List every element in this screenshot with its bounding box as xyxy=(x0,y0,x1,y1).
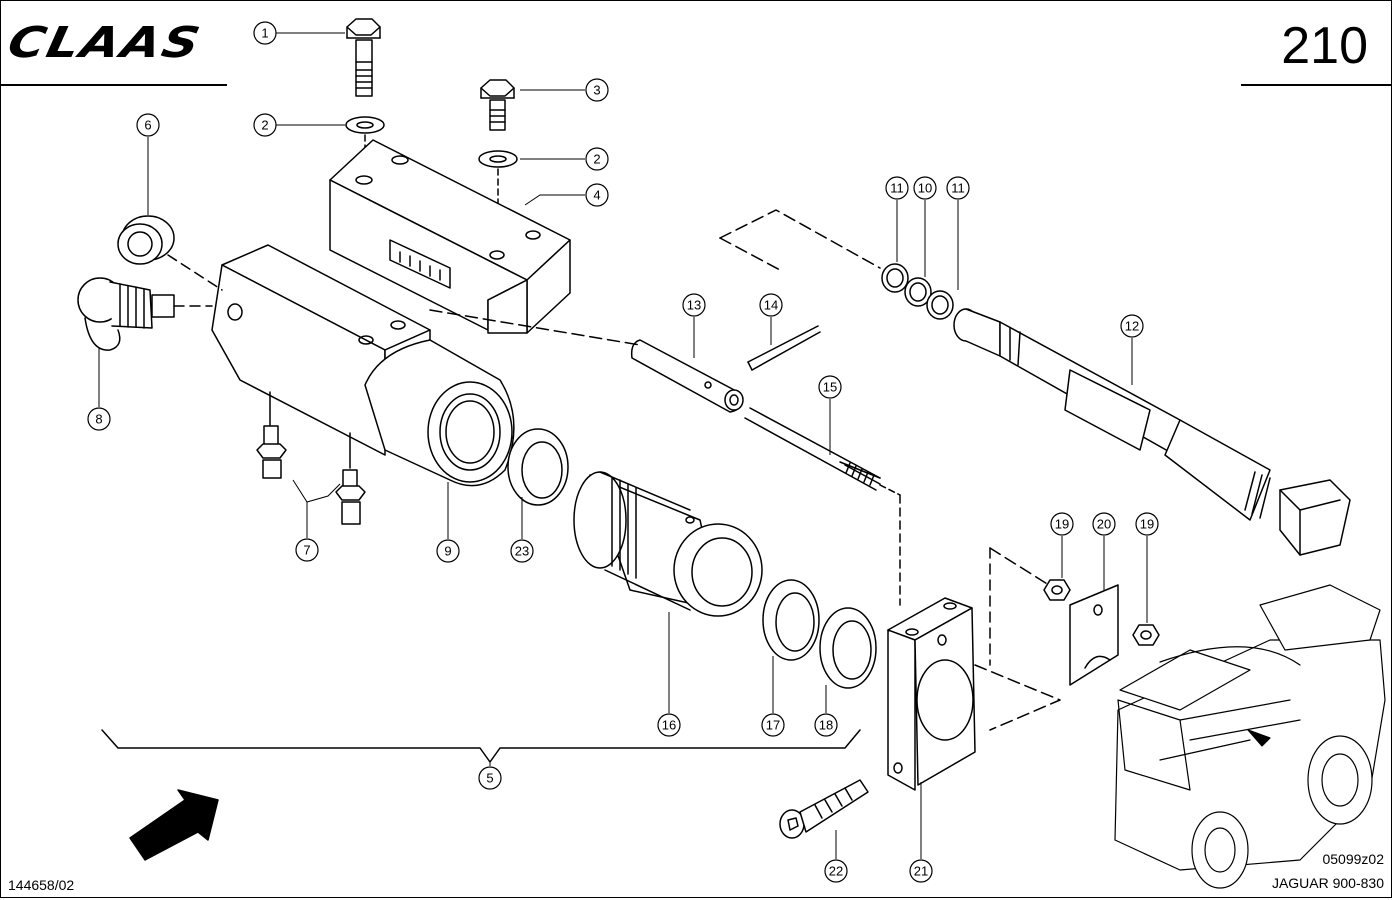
callout-label-6: 6 xyxy=(144,118,151,133)
direction-arrow xyxy=(129,789,219,861)
part-11-ring-a xyxy=(881,263,909,293)
callout-label-17: 17 xyxy=(766,718,780,733)
callout-label-3: 3 xyxy=(593,83,600,98)
logo-underline xyxy=(0,84,227,86)
callout-label-11a: 11 xyxy=(890,181,904,196)
part-1-bolt xyxy=(346,18,381,97)
callout-1 xyxy=(253,21,277,45)
callout-label-2a: 2 xyxy=(261,118,268,133)
part-12-shaft xyxy=(953,308,1351,556)
callout-label-7: 7 xyxy=(303,543,310,558)
callout-7 xyxy=(295,538,319,562)
part-16-threaded-nut xyxy=(573,471,763,617)
callout-label-5: 5 xyxy=(486,771,493,786)
callout-label-12: 12 xyxy=(1125,319,1139,334)
callout-10 xyxy=(913,176,937,200)
part-8-cap xyxy=(77,277,213,351)
callout-label-23: 23 xyxy=(515,544,529,559)
figure-code: 05099z02 xyxy=(1322,851,1384,867)
part-11-ring-b xyxy=(926,290,954,320)
part-19-nut-b xyxy=(1132,624,1160,646)
callout-14 xyxy=(759,293,783,317)
part-20-plate xyxy=(1069,584,1119,686)
callout-2b xyxy=(585,147,609,171)
callout-18 xyxy=(814,713,838,737)
callout-19b xyxy=(1135,512,1159,536)
part-9-housing xyxy=(211,244,515,487)
callout-label-4: 4 xyxy=(593,188,600,203)
page-number: 210 xyxy=(1281,17,1368,75)
callout-11a xyxy=(885,176,909,200)
callout-4 xyxy=(585,183,609,207)
callout-2a xyxy=(253,113,277,137)
page-number-underline xyxy=(1241,84,1392,86)
machine-model: JAGUAR 900-830 xyxy=(1271,875,1384,891)
callout-label-19b: 19 xyxy=(1140,517,1154,532)
callout-label-11b: 11 xyxy=(951,181,965,196)
part-23-ring xyxy=(507,428,569,506)
callout-23 xyxy=(510,539,534,563)
callout-5 xyxy=(478,766,502,790)
part-21-clamp xyxy=(887,547,1061,791)
callout-label-14: 14 xyxy=(764,298,778,313)
callout-label-22: 22 xyxy=(829,864,843,879)
callout-22 xyxy=(824,859,848,883)
part-7-nipples xyxy=(256,425,366,525)
callout-label-19a: 19 xyxy=(1055,517,1069,532)
callout-21 xyxy=(909,859,933,883)
part-15-threaded-rod xyxy=(744,407,901,606)
callout-9 xyxy=(436,539,460,563)
callout-label-13: 13 xyxy=(687,298,701,313)
callout-8 xyxy=(87,407,111,431)
callout-label-2b: 2 xyxy=(593,152,600,167)
part-22-cap-screw xyxy=(779,779,869,839)
callout-label-21: 21 xyxy=(914,864,928,879)
machine-illustration xyxy=(1114,584,1386,889)
callout-16 xyxy=(657,713,681,737)
part-18-ring xyxy=(819,607,877,689)
callout-19a xyxy=(1050,512,1074,536)
callout-label-15: 15 xyxy=(823,380,837,395)
callout-13 xyxy=(682,293,706,317)
callout-11b xyxy=(946,176,970,200)
callout-label-1: 1 xyxy=(261,26,268,41)
part-4-bracket xyxy=(329,139,571,334)
document-id: 144658/02 xyxy=(8,877,75,893)
callout-20 xyxy=(1092,512,1116,536)
callout-3 xyxy=(585,78,609,102)
callout-label-18: 18 xyxy=(819,718,833,733)
callout-label-9: 9 xyxy=(444,544,451,559)
part-3-bolt xyxy=(480,79,515,131)
callout-label-8: 8 xyxy=(95,412,102,427)
callout-6 xyxy=(136,113,160,137)
part-14-split-pin xyxy=(747,325,821,371)
part-19-nut-a xyxy=(1043,579,1071,601)
callout-label-20: 20 xyxy=(1097,517,1111,532)
part-13-pin xyxy=(630,339,744,413)
part-17-ring xyxy=(762,579,820,661)
callout-label-10: 10 xyxy=(918,181,932,196)
callout-17 xyxy=(761,713,785,737)
callout-label-16: 16 xyxy=(662,718,676,733)
callout-12 xyxy=(1120,314,1144,338)
part-10-ring xyxy=(904,277,932,307)
callout-15 xyxy=(818,375,842,399)
part-6-plug xyxy=(117,215,223,291)
